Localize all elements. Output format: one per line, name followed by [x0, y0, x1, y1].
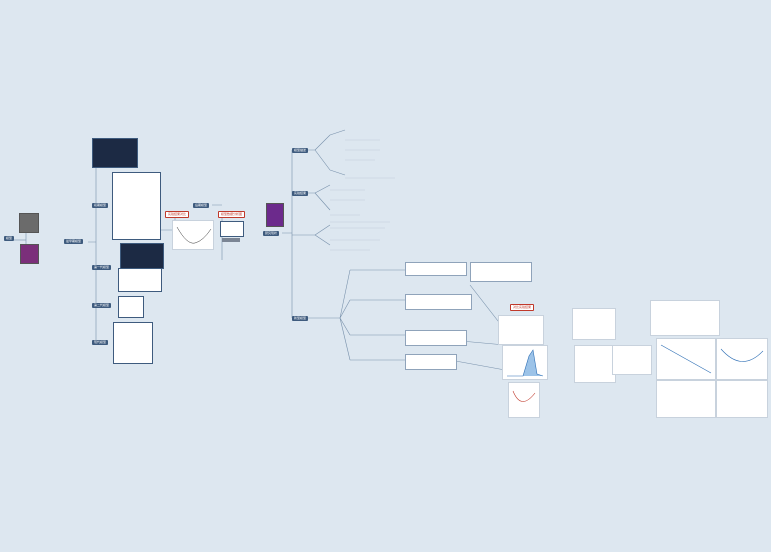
- image-card-6: [113, 322, 153, 364]
- hub-image: [266, 203, 284, 227]
- formula-box-4: [405, 330, 467, 346]
- chart-panel-2: [502, 345, 548, 380]
- branch-b2[interactable]: 后期模型: [193, 203, 210, 208]
- red-label-2[interactable]: 模型数据分析图: [218, 211, 246, 218]
- subnode-3[interactable]: 第二代模型: [92, 303, 112, 308]
- chart-panel-3: [508, 382, 540, 418]
- formula-bar: [222, 238, 240, 242]
- chart-panel-8: [716, 338, 768, 380]
- formula-box-5: [405, 354, 457, 370]
- branch-b3[interactable]: 研究现状: [263, 231, 280, 236]
- red-label-3[interactable]: 对比实验结果: [510, 304, 535, 311]
- image-card-3: [120, 243, 164, 269]
- chart-panel-4: [574, 345, 616, 383]
- chart-panel-6: [650, 300, 720, 336]
- subnode-4[interactable]: 现代模型: [92, 340, 109, 345]
- formula-box-3: [405, 294, 472, 310]
- chart-panel-5: [612, 345, 652, 375]
- subnode-5[interactable]: 模型描述: [292, 148, 309, 153]
- branch-b1[interactable]: 最早期模型: [64, 239, 84, 244]
- subnode-6[interactable]: 实验结果: [292, 191, 309, 196]
- formula-box-2: [470, 262, 532, 282]
- chart-panel-1: [498, 315, 544, 345]
- image-card-2: [112, 172, 161, 240]
- root-image-bottom: [20, 244, 39, 264]
- chart-panel-7: [656, 338, 716, 380]
- subnode-1[interactable]: 初期模型: [92, 203, 109, 208]
- text-panel-1: [572, 308, 616, 340]
- image-card-4: [118, 268, 162, 292]
- image-card-5: [118, 296, 144, 318]
- branch-b4[interactable]: 新型模型: [292, 316, 309, 321]
- subnode-2[interactable]: 第一代模型: [92, 265, 112, 270]
- formula-box-1: [405, 262, 467, 276]
- curve-plot-1: [172, 220, 214, 250]
- formula-card-1: [220, 221, 244, 237]
- root-image-top: [19, 213, 39, 233]
- chart-panel-9: [656, 380, 716, 418]
- red-label-1[interactable]: 实验结果对比: [165, 211, 190, 218]
- image-card-1: [92, 138, 138, 168]
- chart-panel-10: [716, 380, 768, 418]
- root-node[interactable]: 模型: [4, 236, 15, 241]
